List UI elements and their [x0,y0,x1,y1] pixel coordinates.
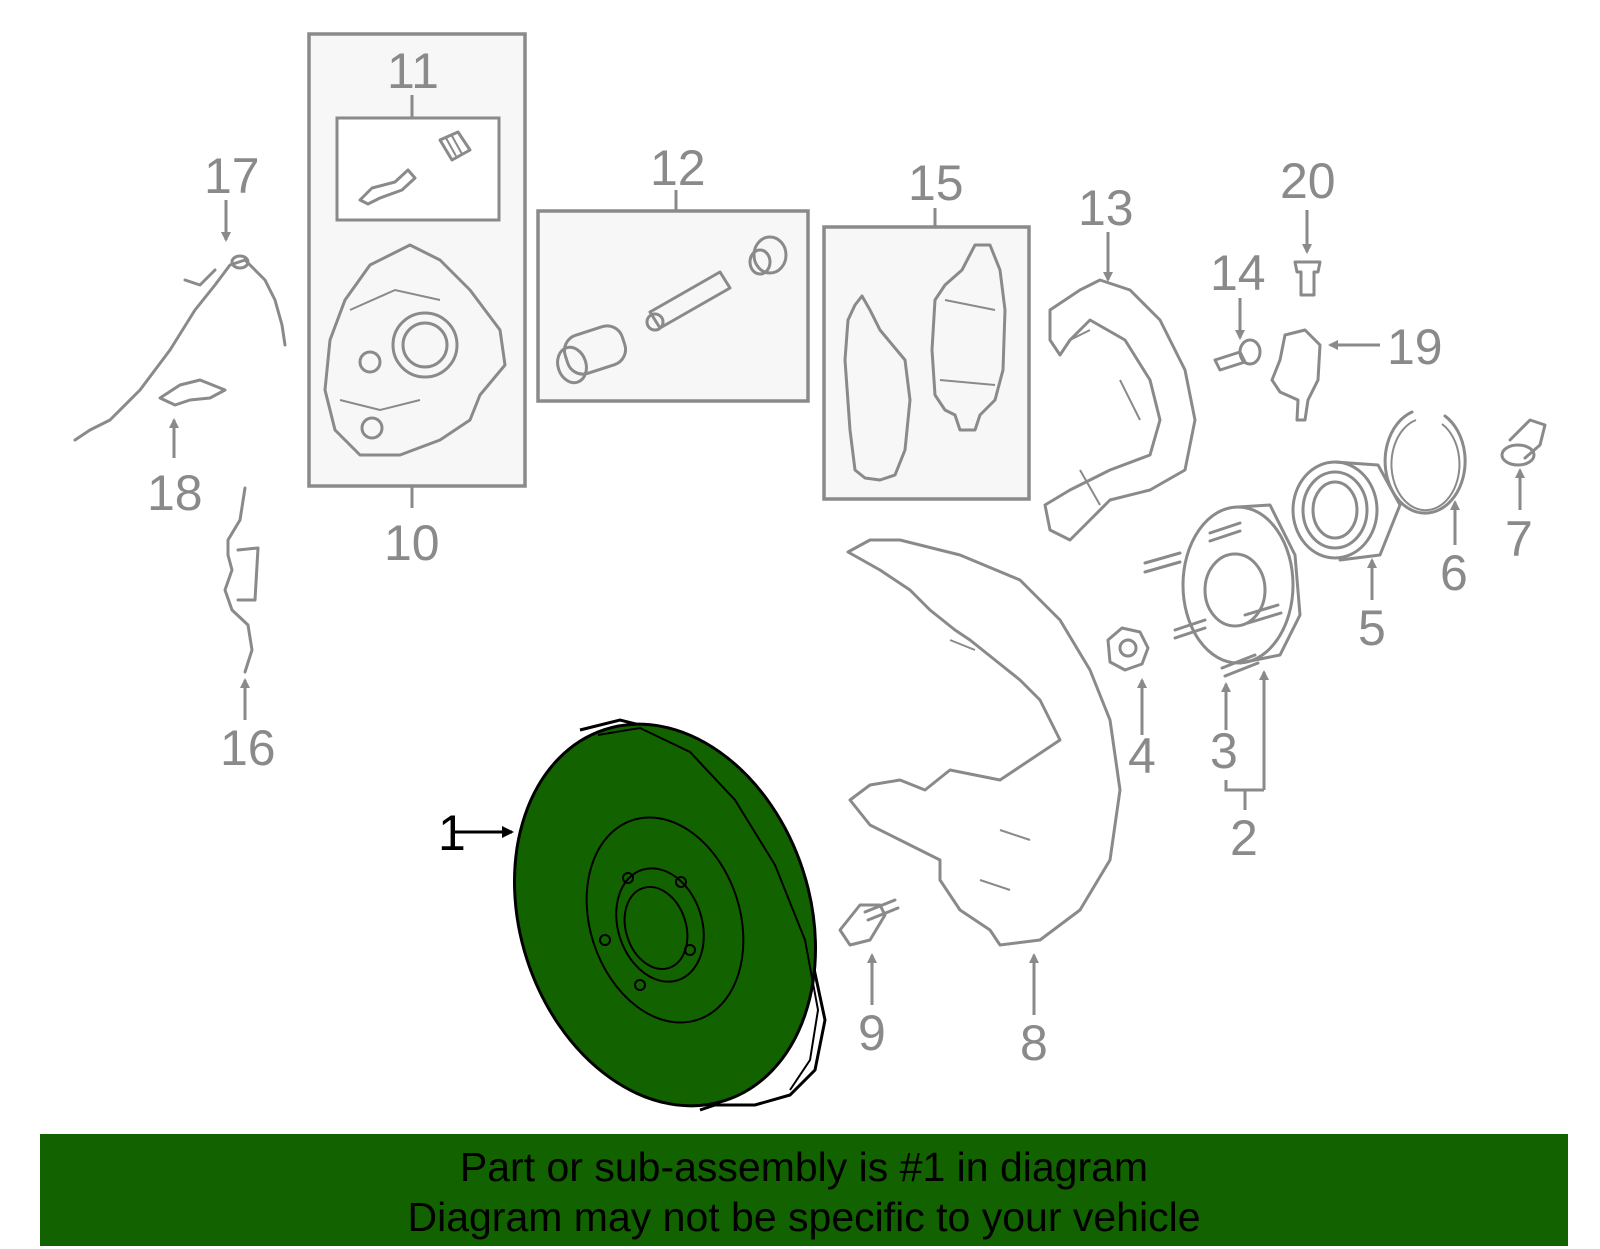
hub-nut-4[interactable] [1106,626,1150,735]
callout-7: 7 [1505,511,1533,567]
bolt-14[interactable] [1213,298,1262,372]
callout-20: 20 [1280,153,1336,209]
wheel-hub-2[interactable] [1143,503,1302,810]
notice-banner: Part or sub-assembly is #1 in diagram Di… [40,1134,1568,1246]
wheel-bearing-5[interactable] [1291,460,1402,600]
callout-13: 13 [1078,180,1134,236]
callout-9: 9 [858,1005,886,1061]
splash-shield-8[interactable] [846,538,1122,1015]
brake-pads-15[interactable] [822,208,1031,501]
callout-14: 14 [1210,245,1266,301]
callout-16: 16 [220,720,276,776]
shield-bolt-9[interactable] [838,898,900,1005]
caliper-bracket-13[interactable] [1043,232,1197,542]
callout-19: 19 [1387,319,1443,375]
callout-11: 11 [387,43,439,99]
callout-2: 2 [1230,810,1258,866]
snap-ring-6[interactable] [1383,410,1467,545]
callout-10: 10 [384,515,440,571]
callout-15: 15 [908,155,964,211]
banner-line-1: Part or sub-assembly is #1 in diagram [459,1144,1149,1190]
banner-line-2: Diagram may not be specific to your vehi… [407,1194,1201,1240]
screw-20[interactable] [1293,210,1322,297]
sensor-bracket-19[interactable] [1270,328,1380,422]
guide-pin-kit-12[interactable] [536,190,810,403]
callout-1: 1 [438,805,466,861]
callout-18: 18 [147,465,203,521]
callout-6: 6 [1440,545,1468,601]
rotor-face [513,722,817,1108]
callout-17: 17 [204,148,260,204]
callout-8: 8 [1020,1015,1048,1071]
callout-3: 3 [1210,723,1238,779]
callout-5: 5 [1358,600,1386,656]
clip-7[interactable] [1500,418,1547,510]
caliper-group-10[interactable] [307,32,527,508]
callout-4: 4 [1128,728,1156,784]
wire-clip-18[interactable] [158,378,227,458]
brake-rotor-1[interactable] [455,685,863,1146]
abs-sensor-17[interactable] [73,200,287,442]
wear-sensor-16[interactable] [223,486,260,720]
callout-12: 12 [650,140,706,196]
